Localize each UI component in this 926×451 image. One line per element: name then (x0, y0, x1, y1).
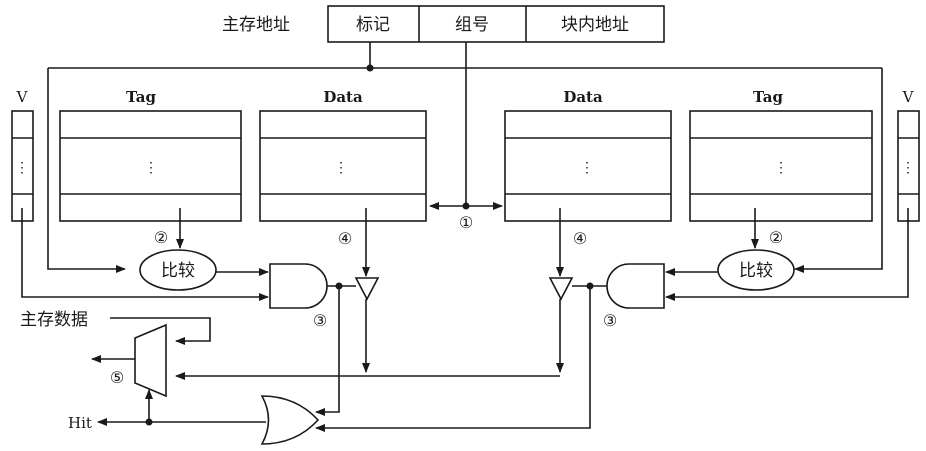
right-tristate-buffer (548, 277, 574, 301)
left-tag-dots: ⋮ (144, 160, 158, 176)
left-v-header: V (16, 88, 29, 106)
step-3-left-label: ③ (313, 311, 327, 330)
left-tag-array (59, 110, 242, 222)
right-v-header: V (902, 88, 915, 106)
left-comparator (139, 249, 217, 291)
mem-data-label: 主存数据 (20, 310, 88, 330)
left-tristate-buffer (354, 277, 380, 301)
left-data-dots: ⋮ (334, 160, 348, 176)
output-mux (134, 323, 167, 398)
step-4-left-label: ④ (338, 229, 352, 248)
left-and-gate (269, 263, 328, 309)
left-compare-label: 比较 (161, 261, 195, 281)
right-compare-label: 比较 (739, 261, 773, 281)
set-index-line (429, 42, 503, 210)
right-data-header: Data (563, 88, 603, 106)
left-data-array (259, 110, 427, 222)
address-field-tag: 标记 (356, 15, 390, 35)
step-4-right-label: ④ (573, 229, 587, 248)
step-1-label: ① (459, 213, 473, 232)
step-2-right-label: ② (769, 228, 783, 247)
right-data-array (504, 110, 672, 222)
right-tag-array (689, 110, 873, 222)
left-tag-header: Tag (126, 88, 156, 106)
step-5-label: ⑤ (110, 368, 124, 387)
address-field-set: 组号 (455, 15, 489, 35)
step-2-left-label: ② (154, 228, 168, 247)
left-data-header: Data (323, 88, 363, 106)
hit-or-gate (260, 395, 320, 445)
right-v-dots: ⋮ (901, 160, 915, 176)
address-register (327, 5, 665, 43)
right-comparator (717, 249, 795, 291)
left-v-dots: ⋮ (15, 160, 29, 176)
hit-label: Hit (68, 414, 92, 432)
address-label: 主存地址 (222, 15, 290, 35)
tag-bus (47, 42, 883, 273)
right-data-dots: ⋮ (580, 160, 594, 176)
right-and-gate (606, 263, 665, 309)
step-3-right-label: ③ (603, 311, 617, 330)
right-tag-dots: ⋮ (774, 160, 788, 176)
right-tag-header: Tag (753, 88, 783, 106)
address-field-offset: 块内地址 (561, 15, 629, 35)
